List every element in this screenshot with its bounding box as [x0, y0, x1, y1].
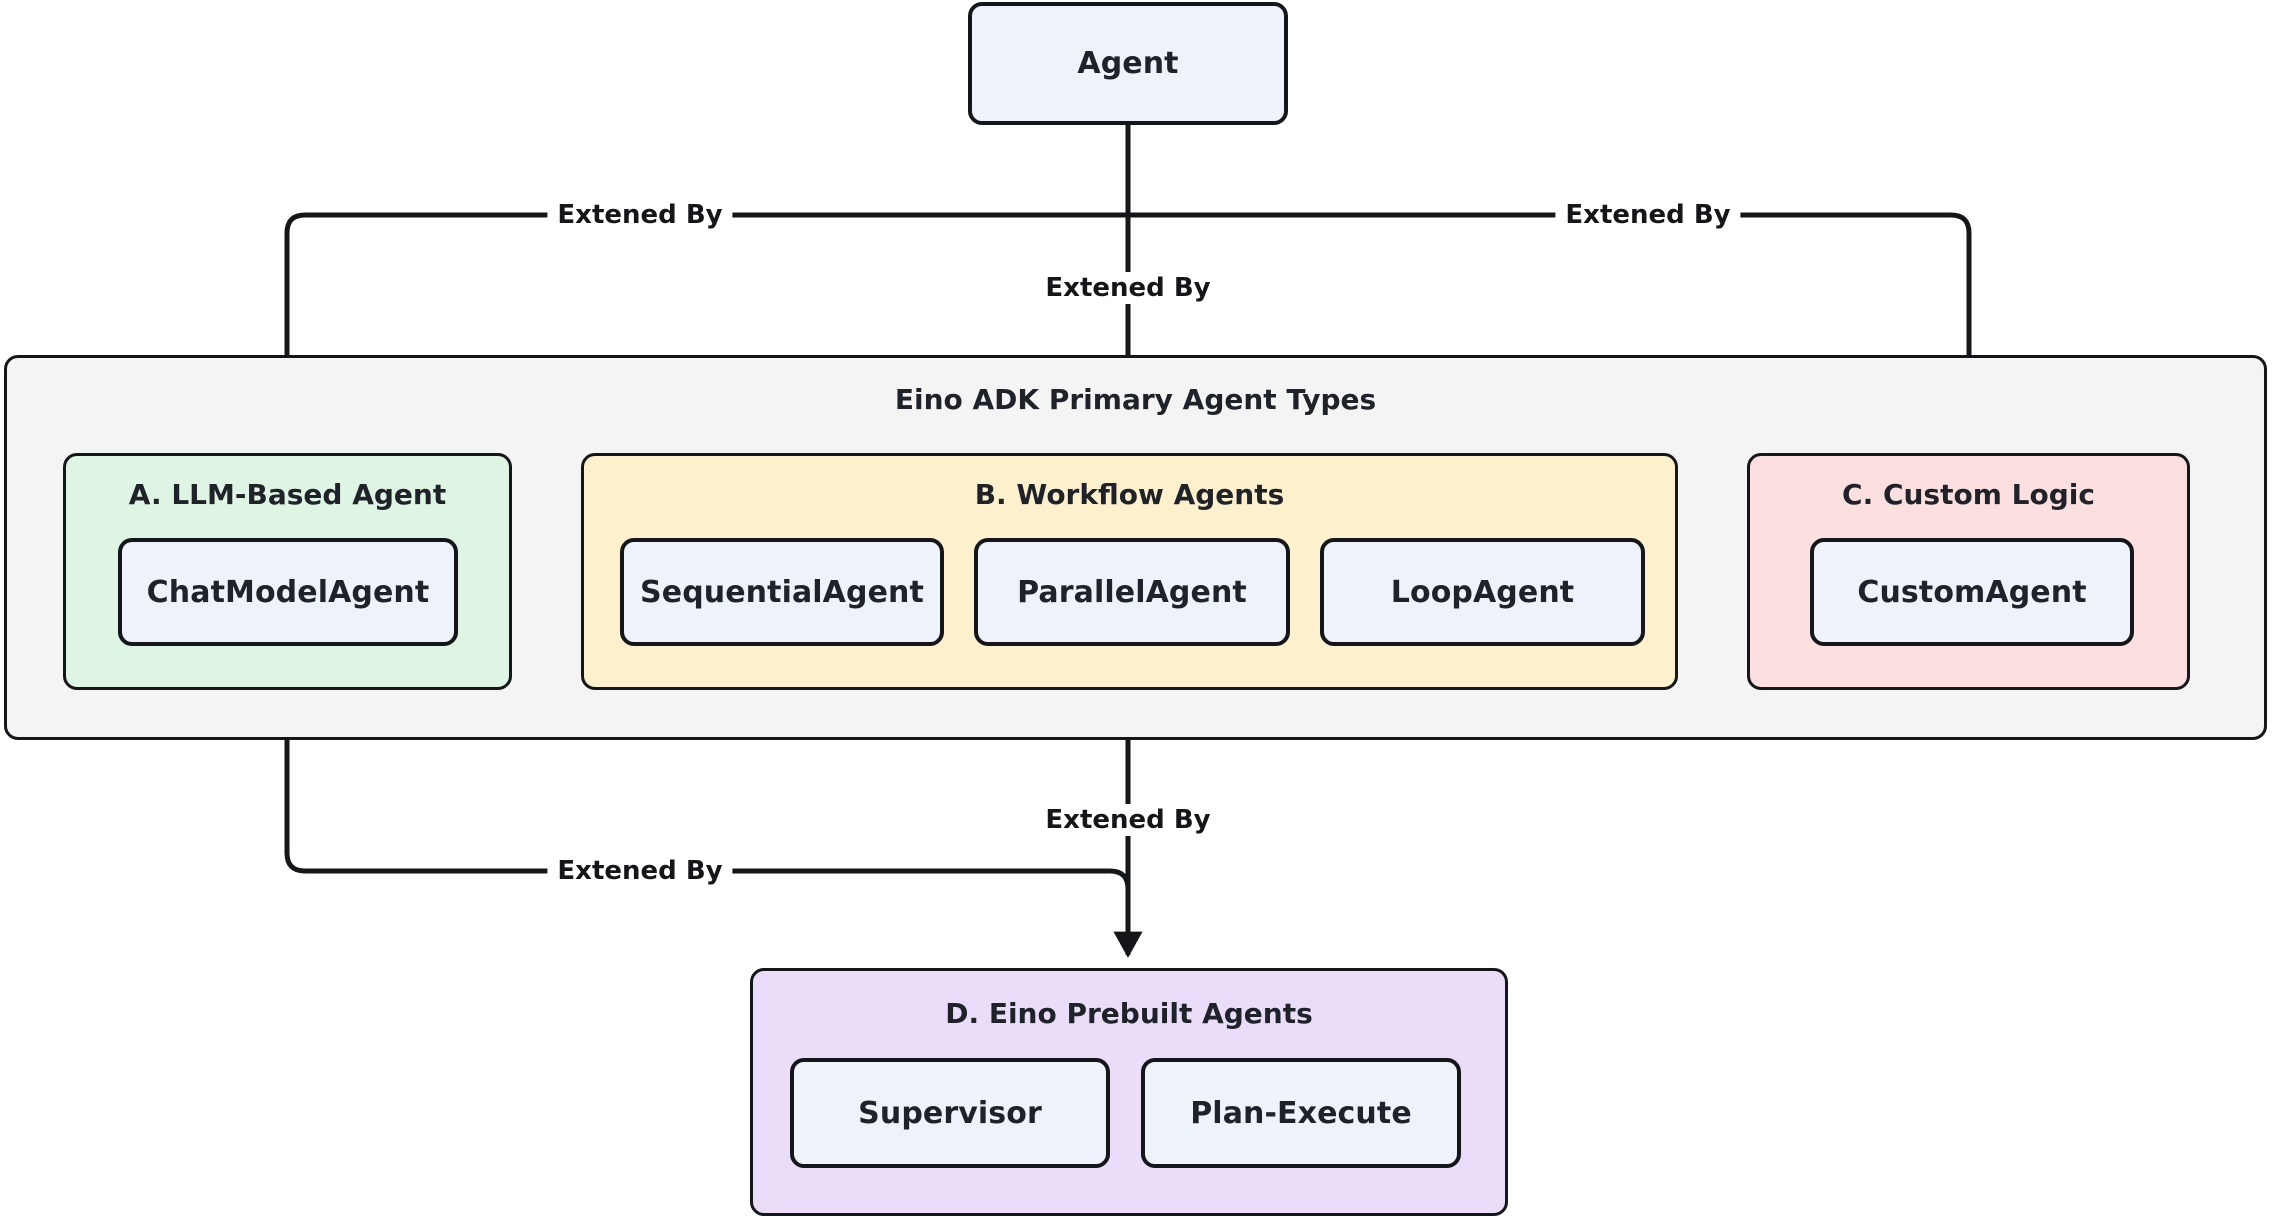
node-loopagent-label: LoopAgent: [1390, 574, 1575, 610]
node-chatmodelagent[interactable]: ChatModelAgent: [118, 538, 458, 646]
edge-label-agent-to-a: Extened By: [547, 199, 733, 231]
node-chatmodelagent-label: ChatModelAgent: [146, 574, 430, 610]
node-customagent[interactable]: CustomAgent: [1810, 538, 2134, 646]
group-a-llm-based-agent: A. LLM-Based Agent ChatModelAgent: [63, 453, 512, 690]
edge-label-a-to-d: Extened By: [547, 855, 733, 887]
node-sequentialagent[interactable]: SequentialAgent: [620, 538, 944, 646]
edge-label-agent-to-c: Extened By: [1555, 199, 1741, 231]
group-c-custom-logic: C. Custom Logic CustomAgent: [1747, 453, 2190, 690]
node-plan-execute[interactable]: Plan-Execute: [1141, 1058, 1461, 1168]
container-title: Eino ADK Primary Agent Types: [894, 383, 1377, 416]
group-b-workflow-agents: B. Workflow Agents SequentialAgent Paral…: [581, 453, 1678, 690]
node-loopagent[interactable]: LoopAgent: [1320, 538, 1645, 646]
group-c-title: C. Custom Logic: [1842, 478, 2095, 511]
node-parallelagent-label: ParallelAgent: [1017, 574, 1247, 610]
node-sequentialagent-label: SequentialAgent: [640, 574, 924, 610]
node-plan-execute-label: Plan-Execute: [1190, 1095, 1412, 1131]
group-d-title: D. Eino Prebuilt Agents: [945, 997, 1313, 1030]
node-supervisor[interactable]: Supervisor: [790, 1058, 1110, 1168]
group-a-title: A. LLM-Based Agent: [128, 478, 447, 511]
group-b-title: B. Workflow Agents: [974, 478, 1285, 511]
edge-label-b-to-d: Extened By: [1035, 804, 1221, 836]
node-parallelagent[interactable]: ParallelAgent: [974, 538, 1290, 646]
node-agent-label: Agent: [1077, 46, 1179, 81]
group-d-eino-prebuilt-agents: D. Eino Prebuilt Agents Supervisor Plan-…: [750, 968, 1508, 1216]
node-supervisor-label: Supervisor: [858, 1095, 1042, 1131]
node-customagent-label: CustomAgent: [1857, 574, 2087, 610]
node-agent[interactable]: Agent: [968, 2, 1288, 125]
edge-label-agent-to-b: Extened By: [1035, 272, 1221, 304]
